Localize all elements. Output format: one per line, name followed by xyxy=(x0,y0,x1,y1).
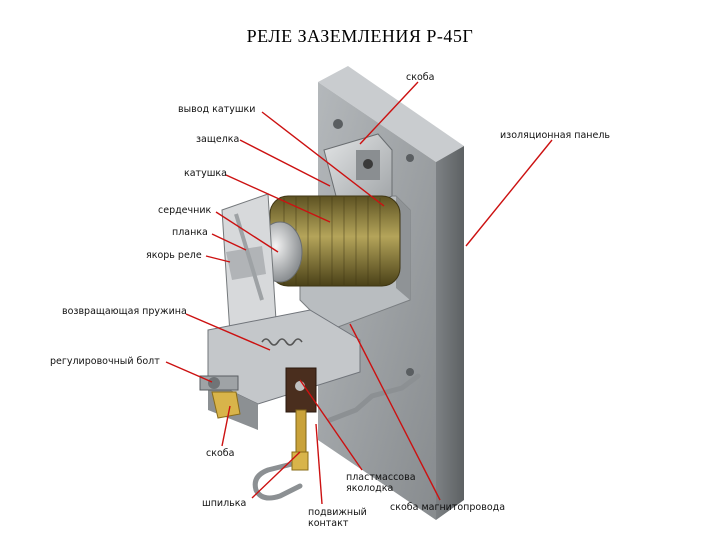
label-vozvr-pruzhina: возвращающая пружина xyxy=(62,306,187,317)
panel-screw-icon xyxy=(406,154,414,162)
label-zaschelka: защелка xyxy=(196,134,239,145)
label-skoba-magnit: скоба магнитопровода xyxy=(390,502,505,513)
coil xyxy=(258,196,400,286)
label-shpilka: шпилька xyxy=(202,498,246,509)
adjusting-bolt xyxy=(200,376,240,418)
label-izol-panel: изоляционная панель xyxy=(500,130,610,141)
label-katushka: катушка xyxy=(184,168,227,179)
label-podvizh-line2: контакт xyxy=(308,518,348,529)
label-skoba-top: скоба xyxy=(406,72,434,83)
leader-panel xyxy=(466,140,552,246)
label-planka: планка xyxy=(172,227,208,238)
leader-bolt xyxy=(166,362,212,382)
label-yakor-rele: якорь реле xyxy=(146,250,202,261)
label-serdechnik: сердечник xyxy=(158,205,211,216)
leader-zaschelka xyxy=(240,140,330,186)
label-vyvod-katushki: вывод катушки xyxy=(178,104,255,115)
label-regul-bolt: регулировочный болт xyxy=(50,356,160,367)
label-podvizh-line1: подвижный xyxy=(308,507,367,518)
label-plastmass-line1: пластмассова xyxy=(346,472,416,483)
label-plastmass-line2: яколодка xyxy=(346,483,393,494)
label-skoba-bottom: скоба xyxy=(206,448,234,459)
armature xyxy=(222,194,276,334)
panel-screw-icon xyxy=(406,368,414,376)
panel-screw-icon xyxy=(333,119,343,129)
